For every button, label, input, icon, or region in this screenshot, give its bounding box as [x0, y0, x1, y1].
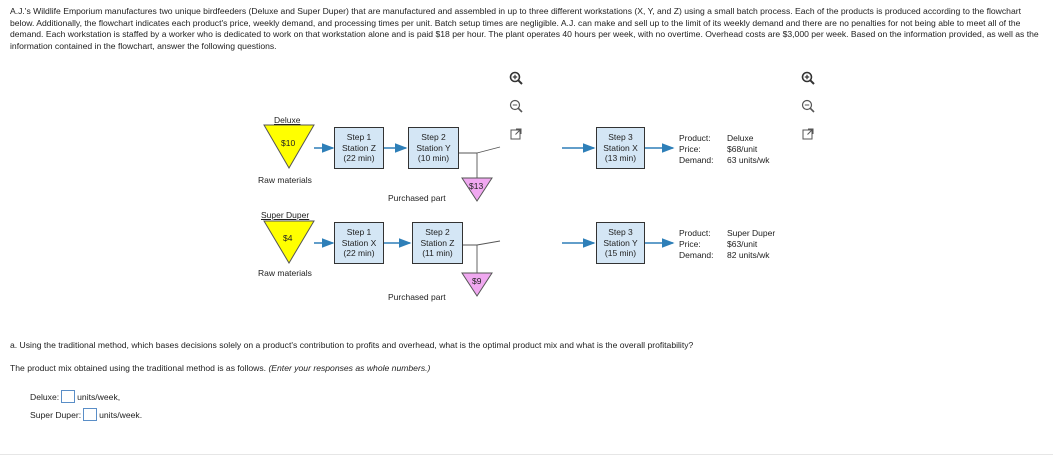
bottom-divider — [0, 454, 1053, 455]
deluxe-raw-materials: Raw materials — [258, 175, 312, 185]
deluxe-units-suffix: units/week, — [77, 391, 121, 402]
zoom-in-icon[interactable] — [801, 71, 815, 85]
superduper-units-suffix: units/week. — [99, 409, 143, 420]
superduper-purchased-cost: $9 — [472, 276, 482, 286]
zoom-out-icon[interactable] — [801, 99, 815, 113]
zoom-out-icon[interactable] — [509, 99, 523, 113]
superduper-label: Super Duper — [261, 210, 310, 220]
superduper-answer-label: Super Duper: — [30, 409, 82, 420]
deluxe-answer-label: Deluxe: — [30, 391, 60, 402]
deluxe-raw-cost: $10 — [281, 138, 296, 148]
deluxe-purchased-part: Purchased part — [388, 193, 446, 203]
superduper-raw-materials: Raw materials — [258, 268, 312, 278]
superduper-units-input[interactable] — [83, 408, 98, 421]
deluxe-units-input[interactable] — [61, 390, 76, 403]
deluxe-label: Deluxe — [274, 115, 301, 125]
superduper-product-info: Product:Super Duper Price:$63/unit Deman… — [679, 228, 776, 260]
deluxe-purchased-cost: $13 — [469, 181, 484, 191]
zoom-in-icon[interactable] — [509, 71, 523, 85]
problem-intro: A.J.'s Wildlife Emporium manufactures tw… — [10, 6, 1039, 51]
question-instructions: The product mix obtained using the tradi… — [10, 363, 431, 373]
superduper-raw-triangle — [263, 220, 315, 264]
popout-icon[interactable] — [509, 127, 523, 141]
deluxe-raw-triangle — [263, 124, 315, 169]
popout-icon[interactable] — [801, 127, 815, 141]
superduper-purchased-part: Purchased part — [388, 292, 446, 302]
superduper-answer-row: Super Duper: units/week. — [30, 408, 142, 421]
deluxe-answer-row: Deluxe: units/week, — [30, 390, 120, 403]
superduper-raw-cost: $4 — [283, 233, 293, 243]
deluxe-product-info: Product:Deluxe Price:$68/unit Demand:63 … — [679, 133, 770, 165]
question-part-a: a. Using the traditional method, which b… — [10, 340, 694, 350]
